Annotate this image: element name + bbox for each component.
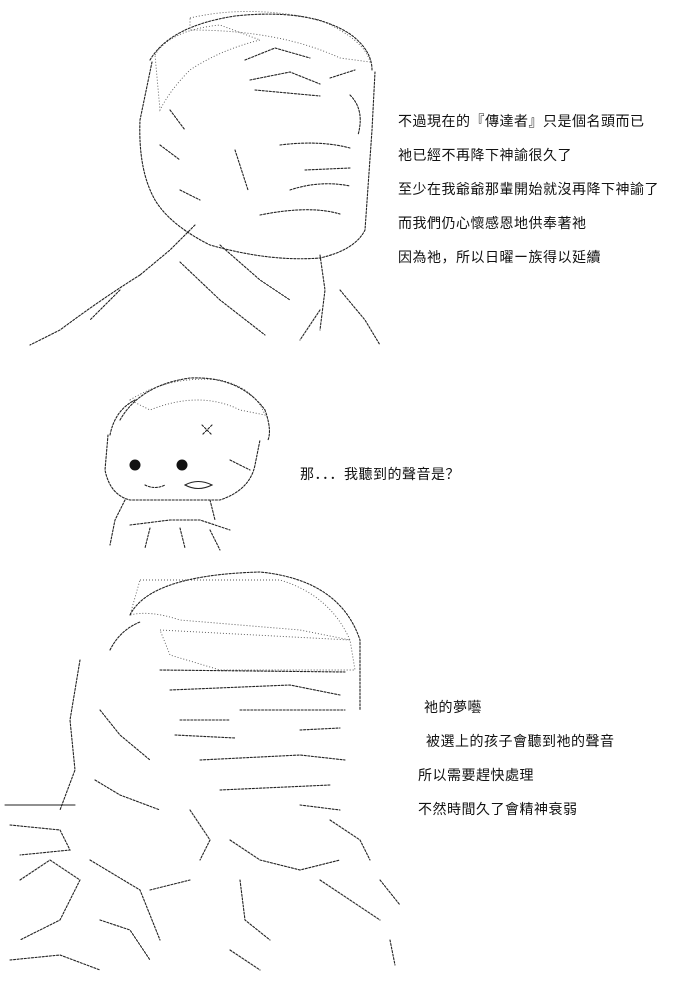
dialogue-3: 祂的夢囈 被選上的孩子會聽到祂的聲音 所以需要趕快處理 不然時間久了會精神衰弱 xyxy=(418,698,615,834)
dialogue-line: 被選上的孩子會聽到祂的聲音 xyxy=(426,734,615,750)
old-man-ascii-art xyxy=(20,0,390,355)
panel-2: 那．．．我聽到的聲音是？ xyxy=(0,365,700,555)
dialogue-1: 不過現在的『傳達者』只是個名頭而已 祂已經不再降下神諭很久了 至少在我爺爺那輩開… xyxy=(398,112,659,282)
dialogue-line: 不然時間久了會精神衰弱 xyxy=(418,802,578,818)
dialogue-2: 那．．．我聽到的聲音是？ xyxy=(300,465,460,499)
dialogue-line: 那．．．我聽到的聲音是？ xyxy=(300,467,460,483)
dialogue-line: 不過現在的『傳達者』只是個名頭而已 xyxy=(398,114,645,130)
panel-3: 祂的夢囈 被選上的孩子會聽到祂的聲音 所以需要趕快處理 不然時間久了會精神衰弱 xyxy=(0,560,700,984)
shadowed-figure-ascii-art xyxy=(0,560,400,980)
dialogue-line: 祂已經不再降下神諭很久了 xyxy=(398,148,572,164)
panel-1: 不過現在的『傳達者』只是個名頭而已 祂已經不再降下神諭很久了 至少在我爺爺那輩開… xyxy=(0,0,700,360)
dialogue-line: 祂的夢囈 xyxy=(424,700,482,716)
child-ascii-art xyxy=(90,370,280,555)
dialogue-line: 至少在我爺爺那輩開始就沒再降下神諭了 xyxy=(398,182,659,198)
dialogue-line: 因為祂，所以日曜ー族得以延續 xyxy=(398,250,601,266)
dialogue-line: 而我們仍心懷感恩地供奉著祂 xyxy=(398,216,587,232)
dialogue-line: 所以需要趕快處理 xyxy=(418,768,534,784)
